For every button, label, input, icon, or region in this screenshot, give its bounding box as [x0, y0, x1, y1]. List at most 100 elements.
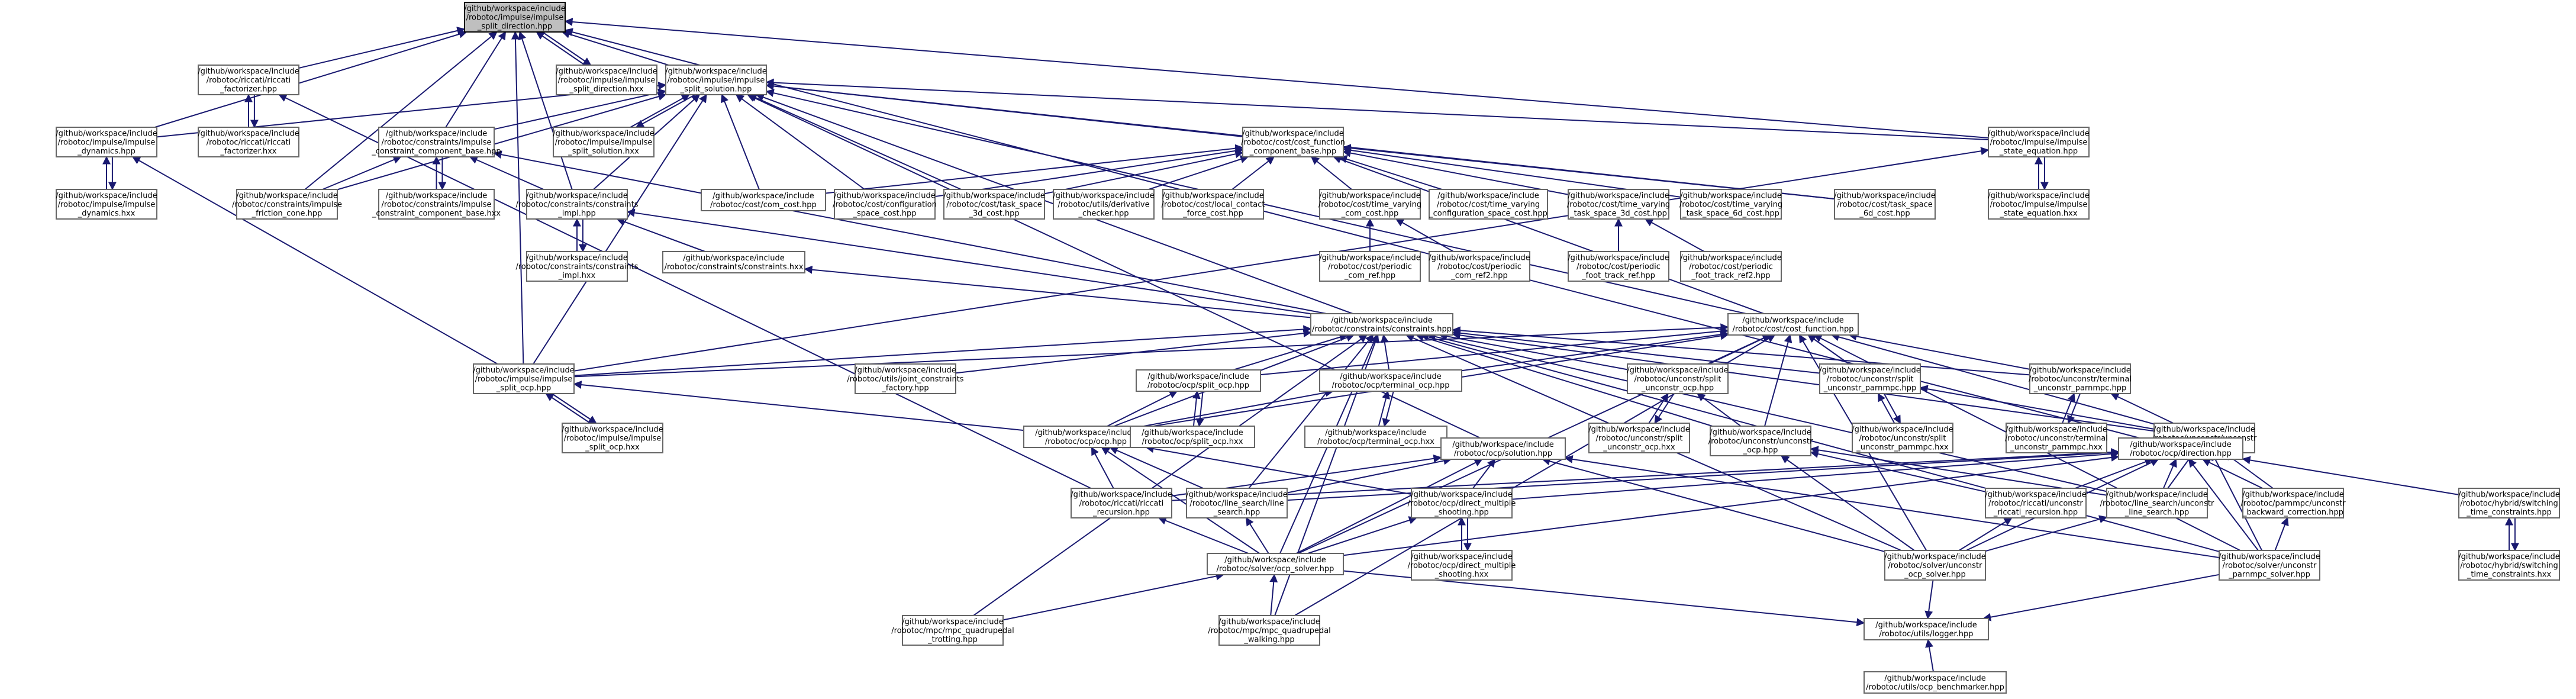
edge-unc_ocp_solver-to-logger: [1924, 579, 1934, 620]
node-periodic_com[interactable]: /github/workspace/include/robotoc/cost/p…: [1319, 251, 1421, 282]
node-label-line: /robotoc/impulse/impulse: [558, 76, 656, 85]
node-split_ocp_hxx[interactable]: /github/workspace/include/robotoc/impuls…: [562, 423, 663, 453]
node-tv_config[interactable]: /github/workspace/include/robotoc/cost/t…: [1429, 189, 1548, 220]
edge-ls_search-to-ocp_solution: [1287, 456, 1452, 494]
node-label-line: /github/workspace/include: [1568, 254, 1669, 263]
node-ocp[interactable]: /github/workspace/include/robotoc/ocp/oc…: [1023, 426, 1149, 448]
node-periodic_foot[interactable]: /github/workspace/include/robotoc/cost/p…: [1568, 251, 1669, 282]
node-dyn[interactable]: /github/workspace/include/robotoc/impuls…: [56, 127, 157, 157]
node-box: [1411, 488, 1513, 518]
node-ocp_solver[interactable]: /github/workspace/include/robotoc/solver…: [1207, 553, 1344, 575]
edge-unc_split_parnmpc_hxx-to-unc_split_parnmpc: [1877, 392, 1895, 424]
node-cons_hxx[interactable]: /github/workspace/include/robotoc/constr…: [662, 251, 805, 273]
node-unc_split_ocp[interactable]: /github/workspace/include/robotoc/uncons…: [1627, 363, 1729, 394]
node-box: [1319, 189, 1421, 220]
edge-unc_ocp_solver-to-unc_riccati_rec: [1958, 517, 2013, 551]
node-label-line: /github/workspace/include: [526, 192, 628, 201]
node-ls_search[interactable]: /github/workspace/include/robotoc/line_s…: [1186, 488, 1288, 518]
node-cost_function[interactable]: /github/workspace/include/robotoc/cost/c…: [1727, 313, 1859, 336]
node-cons_impl_hxx[interactable]: /github/workspace/include/robotoc/constr…: [515, 251, 639, 282]
node-tv_ts6d[interactable]: /github/workspace/include/robotoc/cost/t…: [1679, 189, 1782, 220]
node-ccb_hxx[interactable]: /github/workspace/include/robotoc/constr…: [372, 189, 501, 220]
node-label-line: /github/workspace/include: [1319, 254, 1421, 263]
node-direct_shoot[interactable]: /github/workspace/include/robotoc/ocp/di…: [1408, 488, 1516, 518]
node-label-line: /robotoc/unconstr/split: [1596, 434, 1683, 443]
node-unc_ocp_solver[interactable]: /github/workspace/include/robotoc/solver…: [1884, 550, 1986, 581]
edge-unc_split_ocp-to-constraints: [1439, 332, 1628, 371]
node-split_sol_hxx[interactable]: /github/workspace/include/robotoc/impuls…: [553, 127, 655, 157]
node-label-line: /robotoc/constraints/constraints: [515, 263, 638, 272]
node-com_cost[interactable]: /github/workspace/include/robotoc/cost/c…: [701, 189, 826, 211]
node-deriv_checker[interactable]: /github/workspace/include/robotoc/utils/…: [1053, 189, 1155, 220]
node-ocp_bench[interactable]: /github/workspace/include/robotoc/utils/…: [1864, 671, 2007, 694]
node-logger[interactable]: /github/workspace/include/robotoc/utils/…: [1864, 618, 1989, 640]
node-unc_ls[interactable]: /github/workspace/include/robotoc/line_s…: [2100, 488, 2214, 518]
node-ts3d_cost[interactable]: /github/workspace/include/robotoc/cost/t…: [943, 189, 1045, 220]
node-split_ocp[interactable]: /github/workspace/include/robotoc/impuls…: [473, 363, 575, 394]
node-dyn_hxx[interactable]: /github/workspace/include/robotoc/impuls…: [56, 189, 157, 220]
node-constraints[interactable]: /github/workspace/include/robotoc/constr…: [1310, 313, 1453, 336]
node-label-line: _com_ref.hpp: [1344, 272, 1395, 281]
node-terminal_ocp[interactable]: /github/workspace/include/robotoc/ocp/te…: [1319, 369, 1462, 392]
node-label-line: /robotoc/impulse/impulse: [555, 138, 653, 147]
node-split_sol[interactable]: /github/workspace/include/robotoc/impuls…: [665, 65, 767, 95]
node-unc_term_parnmpc_hxx[interactable]: /github/workspace/include/robotoc/uncons…: [2005, 423, 2108, 453]
node-label-line: _unconstr_parnmpc.hxx: [2010, 443, 2103, 452]
node-box: [1186, 488, 1288, 518]
node-unc_backcorr[interactable]: /github/workspace/include/robotoc/parnmp…: [2240, 488, 2346, 518]
node-ocp_direction[interactable]: /github/workspace/include/robotoc/ocp/di…: [2118, 437, 2243, 460]
node-label-line: /github/workspace/include: [1568, 192, 1669, 201]
node-unc_split_parnmpc[interactable]: /github/workspace/include/robotoc/uncons…: [1819, 363, 1921, 394]
node-label-line: _split_ocp.hxx: [585, 443, 640, 452]
node-unc_ocp[interactable]: /github/workspace/include/robotoc/uncons…: [1708, 426, 1813, 456]
node-hybrid_st_hxx[interactable]: /github/workspace/include/robotoc/hybrid…: [2458, 550, 2560, 581]
node-mpc_trot[interactable]: /github/workspace/include/robotoc/mpc/mp…: [891, 615, 1014, 646]
node-split_dir_hxx[interactable]: /github/workspace/include/robotoc/impuls…: [556, 65, 657, 95]
node-label-line: _space_cost.hpp: [853, 210, 917, 218]
node-periodic_foot2[interactable]: /github/workspace/include/robotoc/cost/p…: [1680, 251, 1782, 282]
node-unc_term_parnmpc[interactable]: /github/workspace/include/robotoc/uncons…: [2029, 363, 2132, 394]
node-riccati_fact[interactable]: /github/workspace/include/robotoc/riccat…: [198, 65, 299, 95]
node-label-line: /robotoc/impulse/impulse: [466, 14, 564, 22]
node-direct_shoot_hxx[interactable]: /github/workspace/include/robotoc/ocp/di…: [1408, 550, 1516, 581]
node-tv_ts3d[interactable]: /github/workspace/include/robotoc/cost/t…: [1567, 189, 1670, 220]
node-periodic_com2[interactable]: /github/workspace/include/robotoc/cost/p…: [1429, 251, 1530, 282]
node-friction[interactable]: /github/workspace/include/robotoc/constr…: [232, 189, 342, 220]
node-label-line: /robotoc/unconstr/terminal: [2005, 434, 2108, 443]
node-unc_split_parnmpc_hxx[interactable]: /github/workspace/include/robotoc/uncons…: [1852, 423, 1953, 453]
node-label-line: /robotoc/constraints/constraints.hpp: [1312, 325, 1452, 334]
node-ts6d_cost[interactable]: /github/workspace/include/robotoc/cost/t…: [1834, 189, 1936, 220]
node-ocp_split_hxx[interactable]: /github/workspace/include/robotoc/ocp/sp…: [1130, 426, 1255, 448]
node-label-line: /github/workspace/include: [2130, 440, 2232, 449]
node-ocp_split[interactable]: /github/workspace/include/robotoc/ocp/sp…: [1136, 369, 1261, 392]
node-label-line: /github/workspace/include: [198, 67, 299, 76]
node-joint_cons[interactable]: /github/workspace/include/robotoc/utils/…: [847, 363, 964, 394]
node-config_cost[interactable]: /github/workspace/include/robotoc/cost/c…: [833, 189, 937, 220]
node-ccb[interactable]: /github/workspace/include/robotoc/constr…: [371, 127, 501, 157]
node-root[interactable]: /github/workspace/include/robotoc/impuls…: [464, 2, 566, 33]
node-unc_riccati_rec[interactable]: /github/workspace/include/robotoc/riccat…: [1985, 488, 2087, 518]
node-contact_force[interactable]: /github/workspace/include/robotoc/cost/l…: [1162, 189, 1265, 220]
node-terminal_ocp_hxx[interactable]: /github/workspace/include/robotoc/ocp/te…: [1304, 426, 1447, 448]
node-state_eq_hxx[interactable]: /github/workspace/include/robotoc/impuls…: [1988, 189, 2090, 220]
node-riccati_fact_hxx[interactable]: /github/workspace/include/robotoc/riccat…: [198, 127, 299, 157]
node-label-line: /robotoc/unconstr/split: [1827, 375, 1914, 384]
node-unc_parnmpc_solver[interactable]: /github/workspace/include/robotoc/solver…: [2219, 550, 2320, 581]
node-label-line: /robotoc/unconstr/split: [1859, 434, 1946, 443]
node-hybrid_st[interactable]: /github/workspace/include/robotoc/hybrid…: [2458, 488, 2560, 518]
node-label-line: _factorizer.hpp: [220, 85, 277, 94]
node-riccati_rec[interactable]: /github/workspace/include/robotoc/riccat…: [1071, 488, 1172, 518]
edge-split_ocp-to-state_eq: [573, 147, 1990, 372]
node-mpc_walk[interactable]: /github/workspace/include/robotoc/mpc/mp…: [1208, 615, 1331, 646]
node-label-line: /github/workspace/include: [1053, 192, 1155, 201]
node-unc_split_ocp_hxx[interactable]: /github/workspace/include/robotoc/uncons…: [1588, 423, 1690, 453]
node-tv_com[interactable]: /github/workspace/include/robotoc/cost/t…: [1318, 189, 1421, 220]
node-label-line: /robotoc/unconstr/unconstr: [1708, 437, 1813, 446]
node-state_eq[interactable]: /github/workspace/include/robotoc/impuls…: [1988, 127, 2090, 157]
node-label-line: /robotoc/riccati/riccati: [1079, 500, 1163, 508]
node-ocp_solution[interactable]: /github/workspace/include/robotoc/ocp/so…: [1440, 437, 1566, 460]
node-cons_impl[interactable]: /github/workspace/include/robotoc/constr…: [515, 189, 639, 220]
edge-split_sol-to-split_sol_hxx: [635, 94, 696, 128]
node-label-line: /github/workspace/include: [2458, 553, 2560, 562]
node-cost_comp[interactable]: /github/workspace/include/robotoc/cost/c…: [1241, 127, 1345, 157]
